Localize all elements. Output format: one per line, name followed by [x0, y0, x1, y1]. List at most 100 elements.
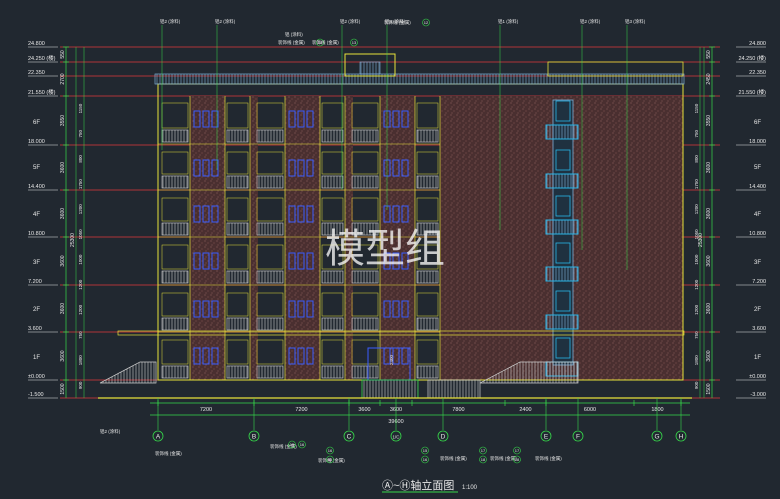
balcony-railing-2-1 [226, 222, 249, 236]
right-sub-dim-6: 1000 [694, 254, 699, 265]
right-story-dim-8: 1500 [706, 383, 712, 394]
bottom-ref-bubble-1 [298, 440, 306, 449]
window-2-1-2 [306, 205, 314, 223]
balcony-railing-1-1 [226, 175, 249, 189]
first-floor-canopy [117, 330, 685, 336]
brick-strip-1 [250, 96, 258, 380]
balcony-opening-4-1 [226, 292, 249, 317]
balcony-opening-3-4 [351, 244, 379, 270]
window-0-2-2 [401, 110, 409, 128]
window-4-1-0 [288, 300, 296, 318]
window-4-0-1 [202, 300, 210, 318]
bottom-ref-bubble-6 [479, 446, 487, 455]
balcony-railing-0-4 [351, 129, 379, 143]
bottom-ref-9: 18 [515, 457, 520, 462]
stair-roof-window [359, 61, 381, 75]
window-3-1-1 [297, 252, 305, 270]
bottom-ref-3: 16 [328, 448, 333, 453]
axis-label-F: F [576, 434, 580, 441]
right-level-label-4: 18.000 [749, 139, 766, 145]
bottom-ref-bubble-4 [421, 446, 429, 455]
balcony-railing-4-2 [256, 317, 284, 331]
right-sub-dim-5: 1050 [694, 229, 699, 240]
right-sub-dim-3: 1750 [694, 179, 699, 190]
left-sub-dim-5: 1050 [78, 229, 83, 240]
balcony-opening-2-3 [321, 197, 344, 222]
balcony-railing-0-2 [256, 129, 284, 143]
left-sub-dim-0: 1150 [78, 103, 83, 113]
right-story-dim-7: 3600 [706, 350, 712, 361]
drawing-title-block: Ⓐ~Ⓗ轴立面图 1:100 [382, 478, 478, 493]
axis-bubble-E [540, 430, 552, 442]
right-sub-dim-0: 1150 [694, 103, 699, 113]
window-4-0-0 [193, 300, 201, 318]
axis-bubble-1-C [390, 430, 402, 442]
balcony-railing-1-4 [351, 175, 379, 189]
right-sub-dim-10: 1800 [694, 355, 699, 366]
balcony-railing-2-3 [321, 222, 344, 236]
bottom-ref-bubble-2 [326, 455, 334, 464]
axis-bubble-H [675, 430, 687, 442]
right-level-label-10: -3.000 [750, 392, 766, 398]
drawing-scale: 1:100 [462, 485, 478, 491]
top-callout-2: 铝 (涂料) [285, 31, 303, 38]
right-story-dim-2: 3550 [706, 115, 712, 126]
ramp-right [479, 361, 579, 384]
ramp-dim: 2400 [389, 354, 394, 365]
window-5-1-0 [288, 347, 296, 365]
left-floor-label-4: 6F [33, 120, 40, 126]
stair-balcony-4 [545, 314, 579, 330]
balcony-railing-3-1 [226, 270, 249, 284]
left-level-label-3: 21.550 (楼) [28, 88, 56, 96]
right-level-label-9: ±0.000 [749, 374, 766, 380]
axis-label-G: G [654, 434, 659, 441]
balcony-railing-2-5 [416, 222, 439, 236]
left-floor-label-5: 5F [33, 165, 40, 171]
left-story-dim-2: 3550 [60, 115, 66, 126]
brick-strip-2 [285, 96, 320, 380]
left-level-label-2: 22.350 [28, 70, 45, 76]
axis-bubble-C [343, 430, 355, 442]
axis-label-D: D [441, 434, 446, 441]
left-sub-dim-9: 750 [78, 331, 83, 339]
axis-label-B: B [252, 434, 256, 441]
left-level-label-6: 10.800 [28, 231, 45, 237]
bottom-ref-6: 17 [481, 448, 486, 453]
left-sub-dim-8: 1200 [78, 304, 83, 315]
window-2-2-2 [401, 205, 409, 223]
bottom-dim-1: 7200 [295, 407, 307, 413]
axis-bubble-D [437, 430, 449, 442]
bottom-ref-1: 16 [300, 442, 305, 447]
window-1-1-2 [306, 159, 314, 177]
bottom-note-6: 装饰线 (金属) [535, 455, 562, 462]
left-sub-dim-6: 1000 [78, 254, 83, 265]
bottom-note-1: 装饰线 (金属) [155, 450, 182, 457]
axis-label-1-C: 1/C [392, 435, 400, 440]
balcony-railing-3-4 [351, 270, 379, 284]
right-sub-dim-1: 750 [694, 130, 699, 138]
window-1-0-2 [211, 159, 219, 177]
left-total-dim: 25300 [70, 233, 76, 247]
bottom-dim-0: 7200 [200, 407, 212, 413]
window-3-0-2 [211, 252, 219, 270]
stair-window-1 [555, 149, 571, 171]
left-level-label-10: -1.500 [28, 392, 44, 398]
bottom-ref-bubble-8 [513, 446, 521, 455]
window-5-1-1 [297, 347, 305, 365]
window-0-0-1 [202, 110, 210, 128]
bottom-dim-4: 7800 [452, 407, 464, 413]
right-level-label-3: 21.550 (楼) [738, 88, 766, 96]
balcony-opening-3-2 [256, 244, 284, 270]
left-level-label-9: ±0.000 [28, 374, 45, 380]
balcony-railing-4-4 [351, 317, 379, 331]
balcony-railing-5-0 [161, 365, 189, 379]
balcony-opening-0-2 [256, 102, 284, 129]
right-sub-dim-4: 1200 [694, 204, 699, 215]
left-sub-dim-4: 1200 [78, 204, 83, 215]
window-3-0-0 [193, 252, 201, 270]
balcony-opening-5-2 [256, 339, 284, 365]
window-4-2-1 [392, 300, 400, 318]
balcony-opening-1-4 [351, 151, 379, 175]
balcony-opening-4-3 [321, 292, 344, 317]
left-level-label-0: 24.800 [28, 41, 45, 47]
